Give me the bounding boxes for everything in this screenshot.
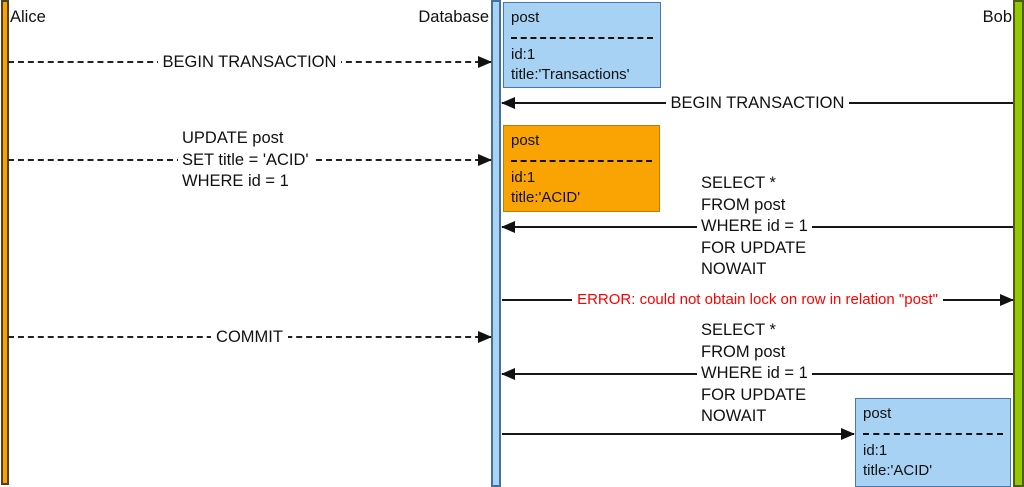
actor-label-bob: Bob: [982, 8, 1012, 26]
note-post-acid-committed: post id:1 title:'ACID': [855, 398, 1011, 487]
arrowhead-right-icon: [841, 428, 855, 440]
arrowhead-left-icon: [501, 97, 515, 109]
note-field-title: title:'ACID': [863, 462, 933, 479]
message-label: BEGIN TRANSACTION: [502, 92, 1013, 114]
message-label: UPDATE post SET title = 'ACID' WHERE id …: [178, 128, 313, 193]
note-title: post: [511, 132, 540, 149]
bob-lifeline: [1013, 0, 1024, 487]
arrowhead-left-icon: [501, 221, 515, 233]
error-message-label: ERROR: could not obtain lock on row in r…: [502, 289, 1013, 311]
actor-label-alice: Alice: [10, 8, 46, 26]
note-field-id: id:1: [511, 169, 536, 186]
note-title: post: [511, 9, 540, 26]
message-label: SELECT * FROM post WHERE id = 1 FOR UPDA…: [697, 320, 812, 428]
note-separator: [511, 160, 652, 162]
note-post-acid-pending: post id:1 title:'ACID': [503, 125, 660, 212]
note-field-title: title:'ACID': [511, 189, 581, 206]
actor-label-database: Database: [418, 8, 489, 26]
arrowhead-left-icon: [501, 368, 515, 380]
message-line: [502, 433, 854, 435]
note-separator: [863, 433, 1003, 435]
note-separator: [511, 37, 653, 39]
alice-lifeline: [1, 0, 9, 485]
note-title: post: [863, 405, 892, 422]
message-label: COMMIT: [8, 326, 491, 348]
note-field-id: id:1: [863, 442, 888, 459]
arrowhead-right-icon: [478, 331, 492, 343]
message-label: SELECT * FROM post WHERE id = 1 FOR UPDA…: [697, 173, 812, 281]
arrowhead-right-icon: [1000, 294, 1014, 306]
arrowhead-right-icon: [478, 154, 492, 166]
message-label: BEGIN TRANSACTION: [8, 51, 491, 73]
note-field-id: id:1: [511, 46, 536, 63]
arrowhead-right-icon: [478, 56, 492, 68]
note-post-transactions: post id:1 title:'Transactions': [503, 2, 661, 88]
database-lifeline: [491, 0, 501, 487]
note-field-title: title:'Transactions': [511, 66, 630, 83]
